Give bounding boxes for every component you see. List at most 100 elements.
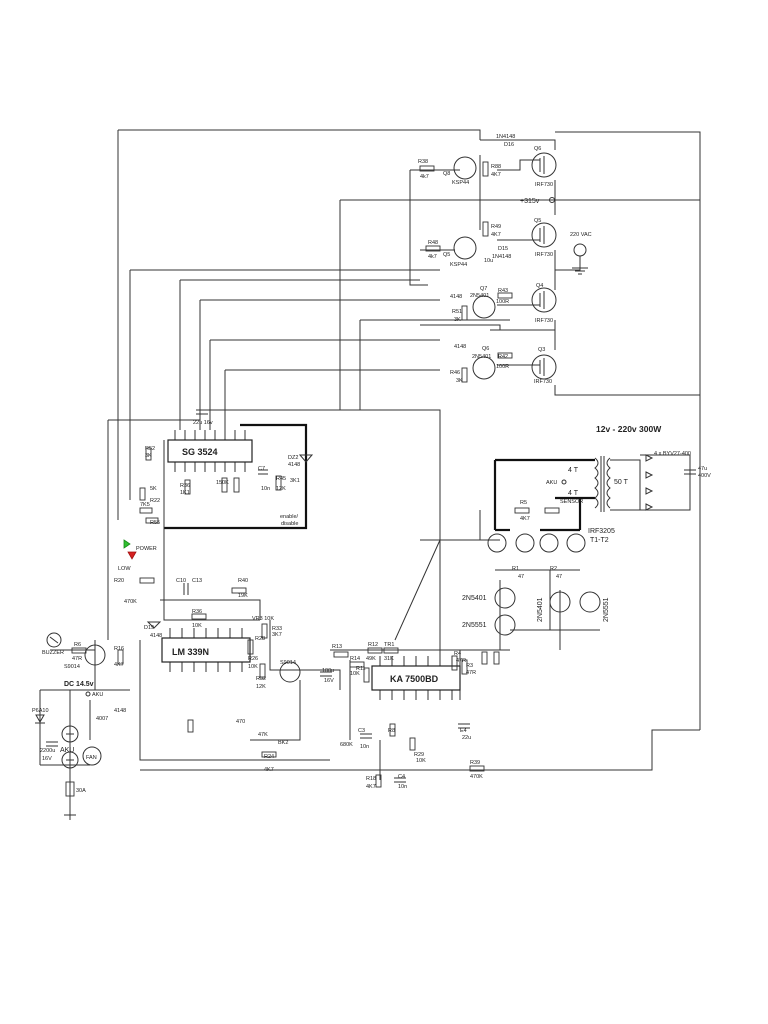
- label-ac-out: 220 VAC: [570, 232, 592, 238]
- label-r13: R13: [332, 644, 342, 650]
- label-r4-value: 47R: [456, 658, 466, 664]
- zener-diode-icon: [35, 714, 45, 724]
- terminal-plus315: [549, 197, 555, 203]
- label-rectifier: 4 x BYV27-400: [654, 451, 691, 457]
- label-aku-terminal: AKU: [92, 692, 103, 698]
- ic-lm339: [161, 628, 251, 672]
- label-r24-value: 4K7: [264, 767, 274, 773]
- label-enable: enable/: [280, 514, 299, 520]
- label-buzzer: BUZZER: [42, 650, 64, 656]
- label-primary-bottom: 4 T: [568, 490, 579, 497]
- label-c22u: 22u 16v: [193, 420, 213, 426]
- label-r150k: 150K: [216, 480, 229, 486]
- ic-sg3524-label: SG 3524: [182, 447, 218, 457]
- label-r5k: 5K: [150, 486, 157, 492]
- label-r1-value: 47: [518, 574, 524, 580]
- rectifier-bridge: [645, 454, 654, 511]
- label-r2-value: 47: [556, 574, 562, 580]
- label-r16-value: 4K7: [114, 662, 124, 668]
- label-r18-value: 4K7: [366, 784, 376, 790]
- ground-icon: [64, 796, 76, 816]
- label-q4: Q4: [536, 283, 543, 289]
- label-power-led: POWER: [136, 546, 157, 552]
- label-r8: R8: [388, 728, 395, 734]
- label-d16: D16: [504, 142, 514, 148]
- label-c100u: 100u: [322, 668, 334, 674]
- sg-components: [139, 409, 314, 524]
- hv-mosfet-q3: [531, 354, 557, 380]
- label-q5-part: IRF730: [535, 252, 553, 258]
- label-s9014: S9014: [280, 660, 296, 666]
- label-r14-value: 10K: [350, 671, 360, 677]
- label-r12: R12: [368, 642, 378, 648]
- label-r45-value: 12K: [276, 486, 286, 492]
- label-r52-value: 3K: [145, 453, 152, 459]
- label-primary-top: 4 T: [568, 467, 579, 474]
- label-r3-value: 47R: [466, 670, 476, 676]
- label-q5b-part: KSP44: [450, 262, 467, 268]
- label-r18: R18: [366, 776, 376, 782]
- label-d16-part: 1N4148: [496, 134, 515, 140]
- label-r5: R5: [520, 500, 527, 506]
- label-fets-sub: T1-T2: [590, 537, 609, 544]
- label-r52: R52: [145, 446, 155, 452]
- driver-transistor-q7: [472, 295, 496, 319]
- hv-mosfet-q4: [531, 287, 557, 313]
- hv-mosfet-q6: [531, 152, 557, 178]
- label-r33: R33: [272, 626, 282, 632]
- label-c10u: 10u: [484, 258, 493, 264]
- label-q7-part: 2N5401: [470, 293, 489, 299]
- label-r29: R29: [414, 752, 424, 758]
- resistor-r51: [461, 305, 468, 321]
- label-r36: R36: [180, 483, 190, 489]
- wire-sensor: [479, 510, 490, 541]
- wire-q3-bottom: [554, 385, 700, 396]
- wire-secondary: [610, 459, 641, 511]
- label-c7: C7: [258, 466, 265, 472]
- label-r26-value: 10K: [248, 664, 258, 670]
- label-c10n: 10n: [261, 486, 270, 492]
- transistor-2n5551-a: [494, 614, 516, 636]
- label-r1: R1: [512, 566, 519, 572]
- label-r24: R24: [264, 754, 274, 760]
- label-q8: Q8: [443, 171, 450, 177]
- transistor-2n5401-a: [494, 587, 516, 609]
- label-fan: FAN: [86, 755, 97, 761]
- battery-icon: [61, 725, 79, 769]
- label-q6-part: IRF730: [535, 182, 553, 188]
- label-2n5401-b: 2N5401: [537, 597, 544, 622]
- ic-ka7500-label: KA 7500BD: [390, 674, 439, 684]
- transistor-buzzer-driver: [84, 644, 106, 666]
- label-r5-value: 4K7: [520, 516, 530, 522]
- wiring: [39, 129, 701, 820]
- wire-mid-link: [420, 324, 501, 330]
- resistor-r16: [117, 649, 124, 665]
- label-aku-battery: AKU: [60, 747, 74, 754]
- label-r88: R88: [491, 164, 501, 170]
- label-r46: R46: [450, 370, 460, 376]
- label-e4: E4: [460, 728, 467, 734]
- label-c3: C3: [358, 728, 365, 734]
- label-r29-value: 10K: [416, 758, 426, 764]
- label-tr1: TR1: [384, 642, 394, 648]
- label-2n5401-a: 2N5401: [462, 595, 487, 602]
- wire-lm-top: [160, 599, 261, 620]
- label-r3k1: 3K1: [290, 478, 300, 484]
- page-title: 12v - 220v 300W: [596, 424, 662, 434]
- label-q6: Q6: [534, 146, 541, 152]
- label-r39: R39: [470, 760, 480, 766]
- power-led-icon: [123, 539, 131, 549]
- resistor-r49: [482, 221, 489, 237]
- resistor-r88: [482, 161, 489, 177]
- wire-arrow-line: [394, 539, 441, 641]
- label-r46-value: 3K: [456, 378, 463, 384]
- label-c4-value: 10n: [398, 784, 407, 790]
- label-r38-value: 4k7: [420, 174, 429, 180]
- label-q5: Q5: [534, 218, 541, 224]
- label-d19-part: 4148: [150, 633, 162, 639]
- label-r36-value: 1K1: [180, 490, 190, 496]
- label-r16: R16: [114, 646, 124, 652]
- wire-drive-a: [409, 170, 428, 286]
- transistor-2n5551-b: [579, 591, 601, 613]
- label-r42: R42: [498, 354, 508, 360]
